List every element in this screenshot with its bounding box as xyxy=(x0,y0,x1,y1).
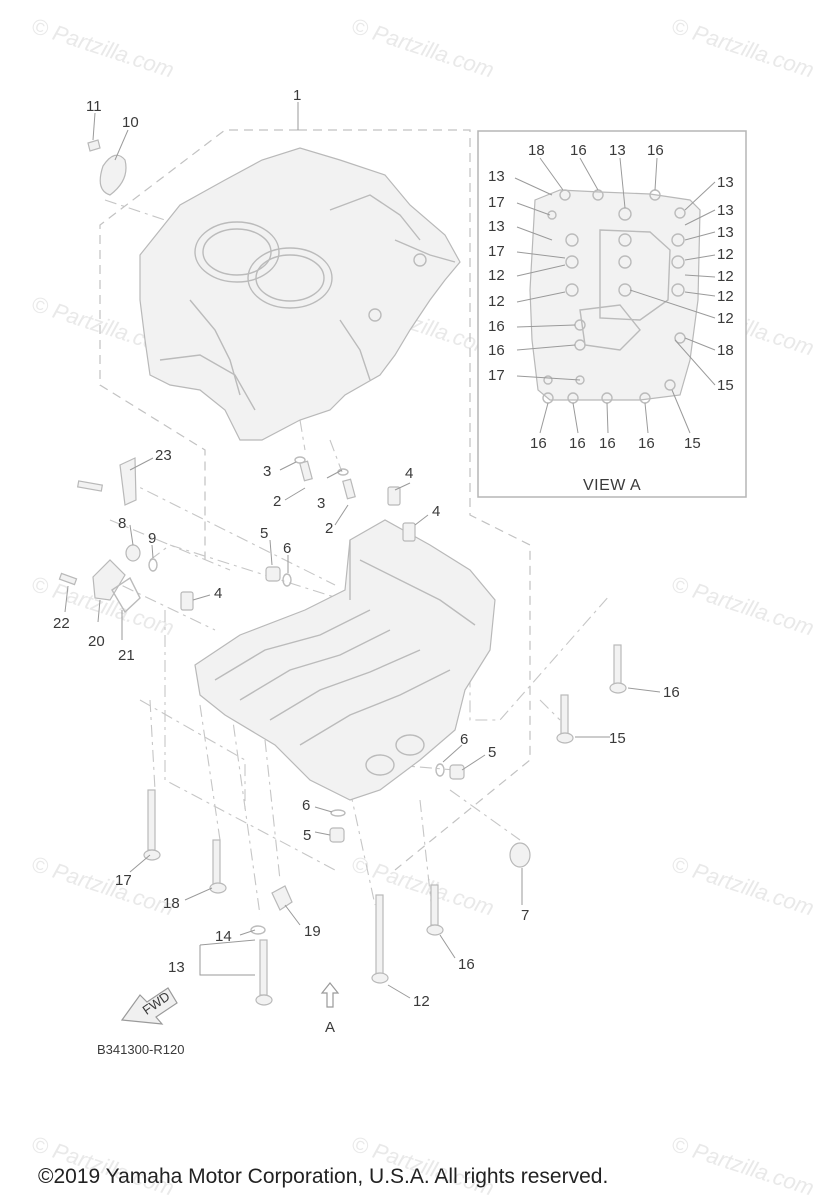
callout-2: 2 xyxy=(273,493,281,510)
view-a-title: VIEW A xyxy=(583,477,641,494)
callout-12: 12 xyxy=(413,993,430,1010)
view-a-callout: 13 xyxy=(717,224,734,241)
view-a-callout: 12 xyxy=(717,310,734,327)
callout-16: 16 xyxy=(663,684,680,701)
view-direction-arrow xyxy=(320,982,340,1008)
view-a-callout: 17 xyxy=(488,367,505,384)
direction-label: A xyxy=(325,1019,335,1036)
view-a-callout: 13 xyxy=(609,142,626,159)
view-a-callout: 16 xyxy=(488,318,505,335)
view-a-callout: 13 xyxy=(488,168,505,185)
view-a-inset xyxy=(477,130,747,498)
view-a-callout: 18 xyxy=(717,342,734,359)
view-a-callout: 16 xyxy=(488,342,505,359)
view-a-callout: 13 xyxy=(717,174,734,191)
view-a-callout: 16 xyxy=(599,435,616,452)
watermark: © Partzilla.com xyxy=(668,13,817,83)
callout-15: 15 xyxy=(609,730,626,747)
view-a-callout: 17 xyxy=(488,194,505,211)
callout-3: 3 xyxy=(317,495,325,512)
view-a-callout: 16 xyxy=(638,435,655,452)
lower-crankcase xyxy=(194,519,496,801)
callout-5: 5 xyxy=(303,827,311,844)
watermark: © Partzilla.com xyxy=(668,851,817,921)
callout-11: 11 xyxy=(86,98,102,115)
callout-16: 16 xyxy=(458,956,475,973)
copyright-notice: ©2019 Yamaha Motor Corporation, U.S.A. A… xyxy=(38,1165,609,1188)
upper-crankcase xyxy=(139,147,461,441)
callout-19: 19 xyxy=(304,923,321,940)
callout-10: 10 xyxy=(122,114,139,131)
watermark: © Partzilla.com xyxy=(668,571,817,641)
view-a-callout: 16 xyxy=(530,435,547,452)
callout-23: 23 xyxy=(155,447,172,464)
callout-18: 18 xyxy=(163,895,180,912)
view-a-callout: 16 xyxy=(570,142,587,159)
callout-20: 20 xyxy=(88,633,105,650)
callout-4: 4 xyxy=(432,503,440,520)
view-a-callout: 12 xyxy=(488,267,505,284)
view-a-callout: 16 xyxy=(569,435,586,452)
fasteners-and-small-parts xyxy=(58,139,627,1006)
callout-22: 22 xyxy=(53,615,70,632)
view-a-callout: 15 xyxy=(717,377,734,394)
callout-5: 5 xyxy=(488,744,496,761)
view-a-callout: 12 xyxy=(717,268,734,285)
callout-17: 17 xyxy=(115,872,132,889)
watermark: © Partzilla.com xyxy=(28,13,177,83)
callout-3: 3 xyxy=(263,463,271,480)
callout-7: 7 xyxy=(521,907,529,924)
callout-8: 8 xyxy=(118,515,126,532)
callout-1: 1 xyxy=(293,87,301,104)
callout-5: 5 xyxy=(260,525,268,542)
view-a-callout: 13 xyxy=(717,202,734,219)
callout-2: 2 xyxy=(325,520,333,537)
watermark: © Partzilla.com xyxy=(28,851,177,921)
callout-21: 21 xyxy=(118,647,135,664)
callout-4: 4 xyxy=(214,585,222,602)
leader-lines xyxy=(64,102,661,999)
diagram-code: B341300-R120 xyxy=(97,1042,184,1057)
fwd-arrow xyxy=(120,987,178,1025)
view-a-callout: 12 xyxy=(717,246,734,263)
callout-9: 9 xyxy=(148,530,156,547)
watermark: © Partzilla.com xyxy=(348,851,497,921)
callout-14: 14 xyxy=(215,928,232,945)
view-a-callout: 12 xyxy=(488,293,505,310)
view-a-callout: 12 xyxy=(717,288,734,305)
callout-labels: 1 2 2 3 3 4 4 4 5 5 5 6 6 6 7 8 9 10 11 … xyxy=(53,87,680,1010)
callout-6: 6 xyxy=(460,731,468,748)
view-a-callout: 18 xyxy=(528,142,545,159)
callout-4: 4 xyxy=(405,465,413,482)
view-a-callout: 13 xyxy=(488,218,505,235)
view-a-callout: 15 xyxy=(684,435,701,452)
view-a-callout: 17 xyxy=(488,243,505,260)
view-a-labels: 18 16 13 16 13 13 17 13 13 13 17 12 12 1… xyxy=(488,142,734,494)
callout-6: 6 xyxy=(283,540,291,557)
callout-13: 13 xyxy=(168,959,185,976)
watermark: © Partzilla.com xyxy=(668,1131,817,1200)
callout-6: 6 xyxy=(302,797,310,814)
watermark: © Partzilla.com xyxy=(348,13,497,83)
view-a-callout: 16 xyxy=(647,142,664,159)
